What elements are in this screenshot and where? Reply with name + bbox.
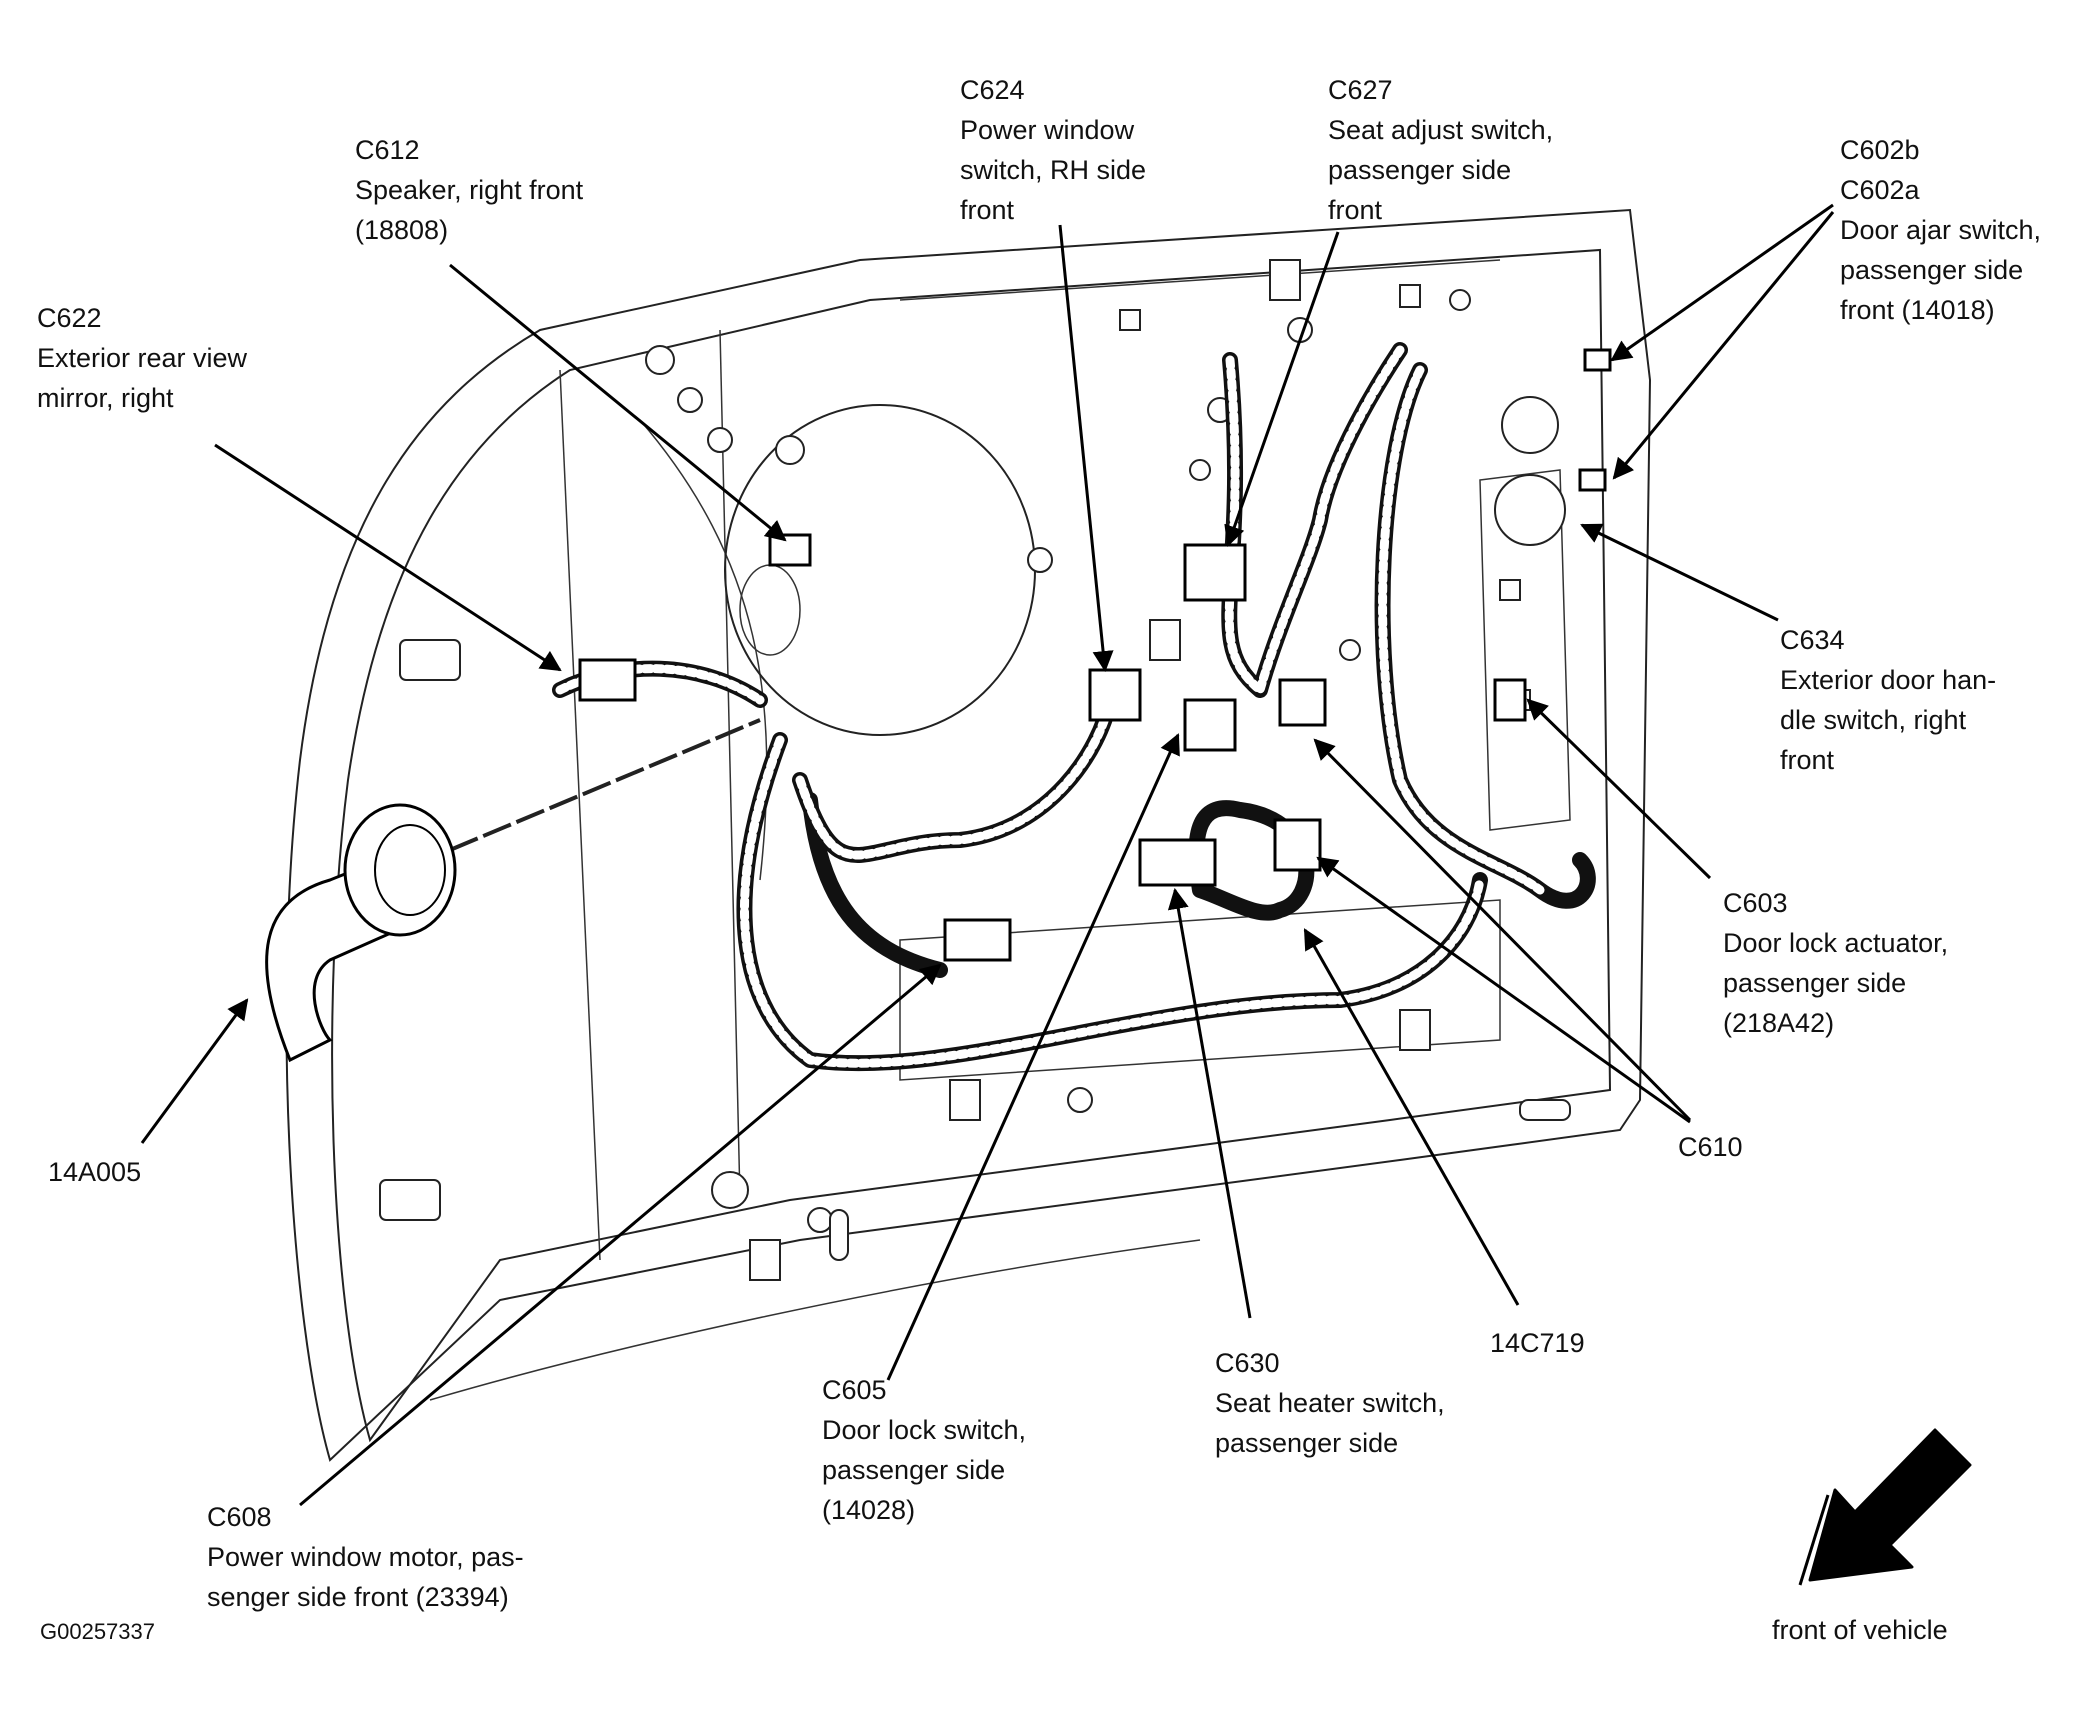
leader-c627	[1224, 231, 1340, 547]
leader-c634	[1580, 523, 1779, 622]
callout-code: C605	[822, 1375, 887, 1405]
callout-code: C634	[1780, 625, 1845, 655]
callout-desc: Power window switch, RH side front	[960, 115, 1147, 225]
leader-c610-b	[1316, 856, 1691, 1124]
callout-14a005: 14A005	[48, 1152, 141, 1192]
callout-code: C627	[1328, 75, 1393, 105]
callout-desc: Door lock switch, passenger side (14028)	[822, 1415, 1027, 1525]
callout-c627: C627 Seat adjust switch, passenger side …	[1328, 70, 1553, 230]
callout-desc: Seat heater switch, passenger side	[1215, 1388, 1445, 1458]
callout-c602: C602b C602a Door ajar switch, passenger …	[1840, 130, 2041, 330]
callout-desc: Exterior door han- dle switch, right fro…	[1780, 665, 1997, 775]
callout-desc: Seat adjust switch, passenger side front	[1328, 115, 1554, 225]
front-of-vehicle-arrow	[1798, 1428, 1972, 1586]
leader-c610-a	[1313, 738, 1692, 1122]
leader-c602b	[1610, 203, 1834, 362]
leader-14c719	[1303, 928, 1520, 1306]
wiring-harness	[449, 342, 1596, 1072]
callout-desc: Exterior rear view mirror, right	[37, 343, 248, 413]
callout-desc: C602a Door ajar switch, passenger side f…	[1840, 175, 2042, 325]
callout-code: C624	[960, 75, 1025, 105]
leader-c630	[1167, 887, 1252, 1319]
leader-c605	[886, 733, 1180, 1381]
leader-c608	[299, 963, 942, 1507]
orientation-label: front of vehicle	[1772, 1615, 1948, 1645]
leader-lines	[140, 203, 1835, 1507]
grommet-14a005	[265, 803, 457, 1063]
callout-c630: C630 Seat heater switch, passenger side	[1215, 1343, 1445, 1463]
door-panel-holes	[379, 259, 1571, 1281]
callout-desc: Door lock actuator, passenger side (218A…	[1723, 928, 1949, 1038]
callout-14c719: 14C719	[1490, 1323, 1585, 1363]
callout-c622: C622 Exterior rear view mirror, right	[37, 298, 247, 418]
connectors	[578, 348, 1612, 962]
callout-code: 14A005	[48, 1157, 142, 1187]
leader-c622	[214, 443, 562, 672]
callout-code: C630	[1215, 1348, 1280, 1378]
speaker-opening	[724, 404, 1036, 736]
callout-code: C608	[207, 1502, 272, 1532]
callout-desc: Speaker, right front (18808)	[355, 175, 584, 245]
callout-c612: C612 Speaker, right front (18808)	[355, 130, 583, 250]
callout-c608: C608 Power window motor, pas- senger sid…	[207, 1497, 524, 1617]
callout-code: 14C719	[1490, 1328, 1585, 1358]
callout-c634: C634 Exterior door han- dle switch, righ…	[1780, 620, 1996, 780]
door-outline	[285, 208, 1652, 1462]
callout-desc: Power window motor, pas- senger side fro…	[207, 1542, 524, 1612]
callout-code: C602b	[1840, 135, 1920, 165]
callout-code: C622	[37, 303, 102, 333]
callout-c624: C624 Power window switch, RH side front	[960, 70, 1146, 230]
leader-c602a	[1612, 211, 1835, 480]
callout-code: C610	[1678, 1132, 1743, 1162]
callout-code: C612	[355, 135, 420, 165]
callout-c603: C603 Door lock actuator, passenger side …	[1723, 883, 1948, 1043]
callout-c605: C605 Door lock switch, passenger side (1…	[822, 1370, 1026, 1530]
callout-c610: C610	[1678, 1127, 1743, 1167]
leader-c624	[1058, 224, 1114, 673]
callout-code: C603	[1723, 888, 1788, 918]
figure-id: G00257337	[40, 1619, 155, 1644]
leader-14a005	[140, 998, 249, 1144]
leader-c603	[1526, 698, 1712, 880]
leader-c612	[449, 263, 787, 542]
